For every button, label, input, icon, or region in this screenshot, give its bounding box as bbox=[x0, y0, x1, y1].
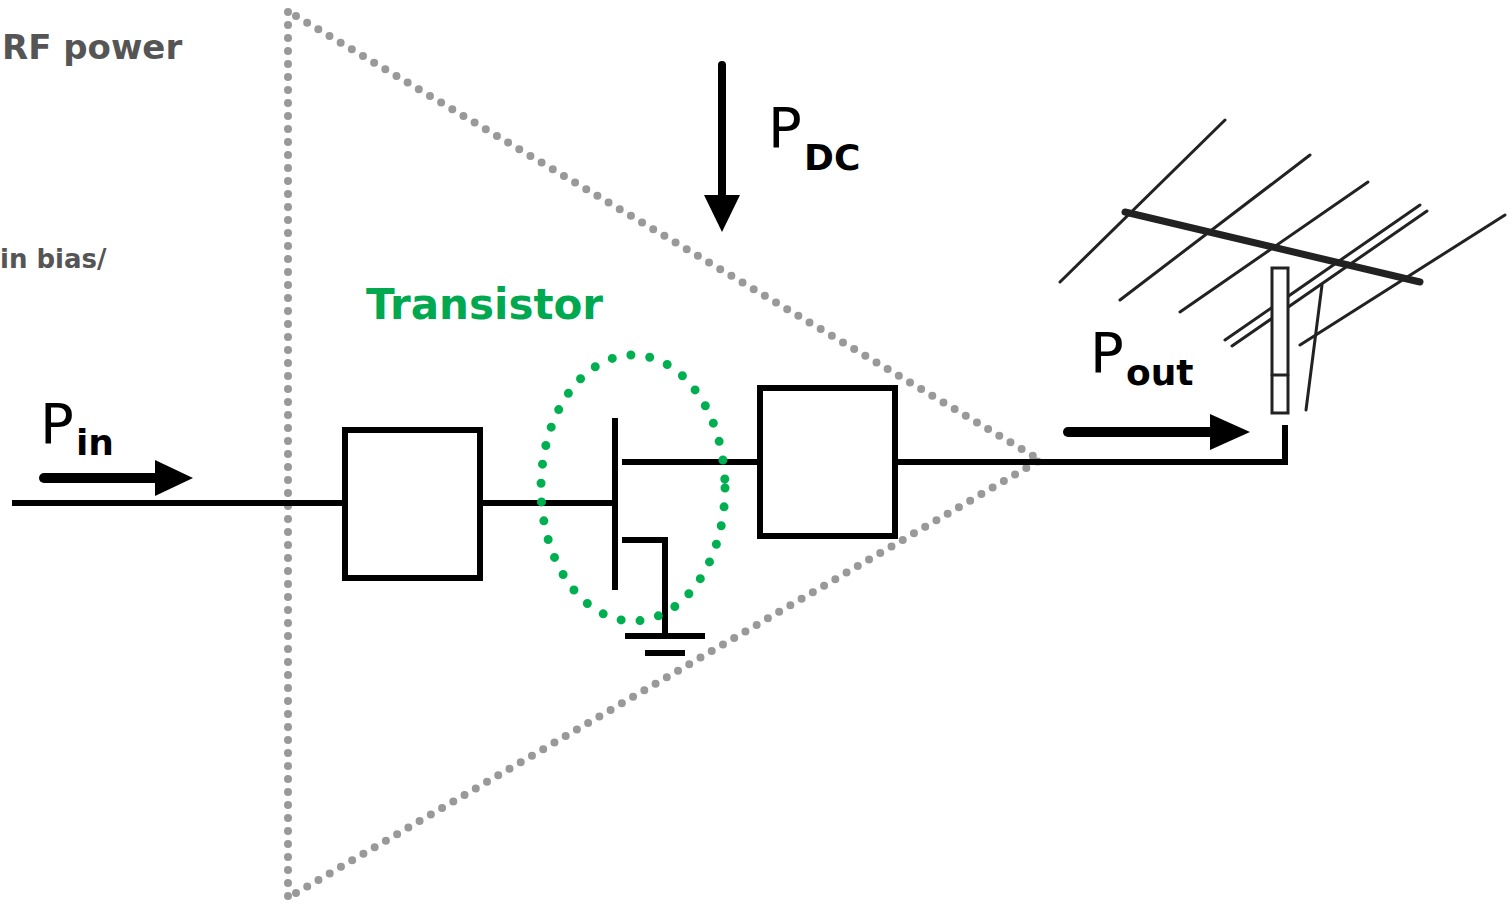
power-symbol: P bbox=[768, 100, 802, 156]
power-arrows bbox=[44, 65, 1250, 496]
yagi-antenna bbox=[1060, 120, 1505, 413]
power-subscript: out bbox=[1126, 355, 1194, 391]
schematic-wires bbox=[12, 388, 1285, 653]
transistor-label: Transistor bbox=[366, 282, 603, 328]
power-symbol: P bbox=[1090, 325, 1124, 381]
power-subscript: in bbox=[76, 425, 114, 461]
power-symbol: P bbox=[40, 396, 74, 452]
cut-off-note: in bias/ bbox=[0, 246, 107, 272]
transistor-outline bbox=[541, 355, 725, 621]
power-subscript: DC bbox=[804, 140, 860, 176]
cut-off-title: RF power bbox=[2, 30, 182, 64]
amplifier-outline bbox=[288, 12, 1040, 900]
transistor-group: Transistor bbox=[366, 282, 603, 328]
